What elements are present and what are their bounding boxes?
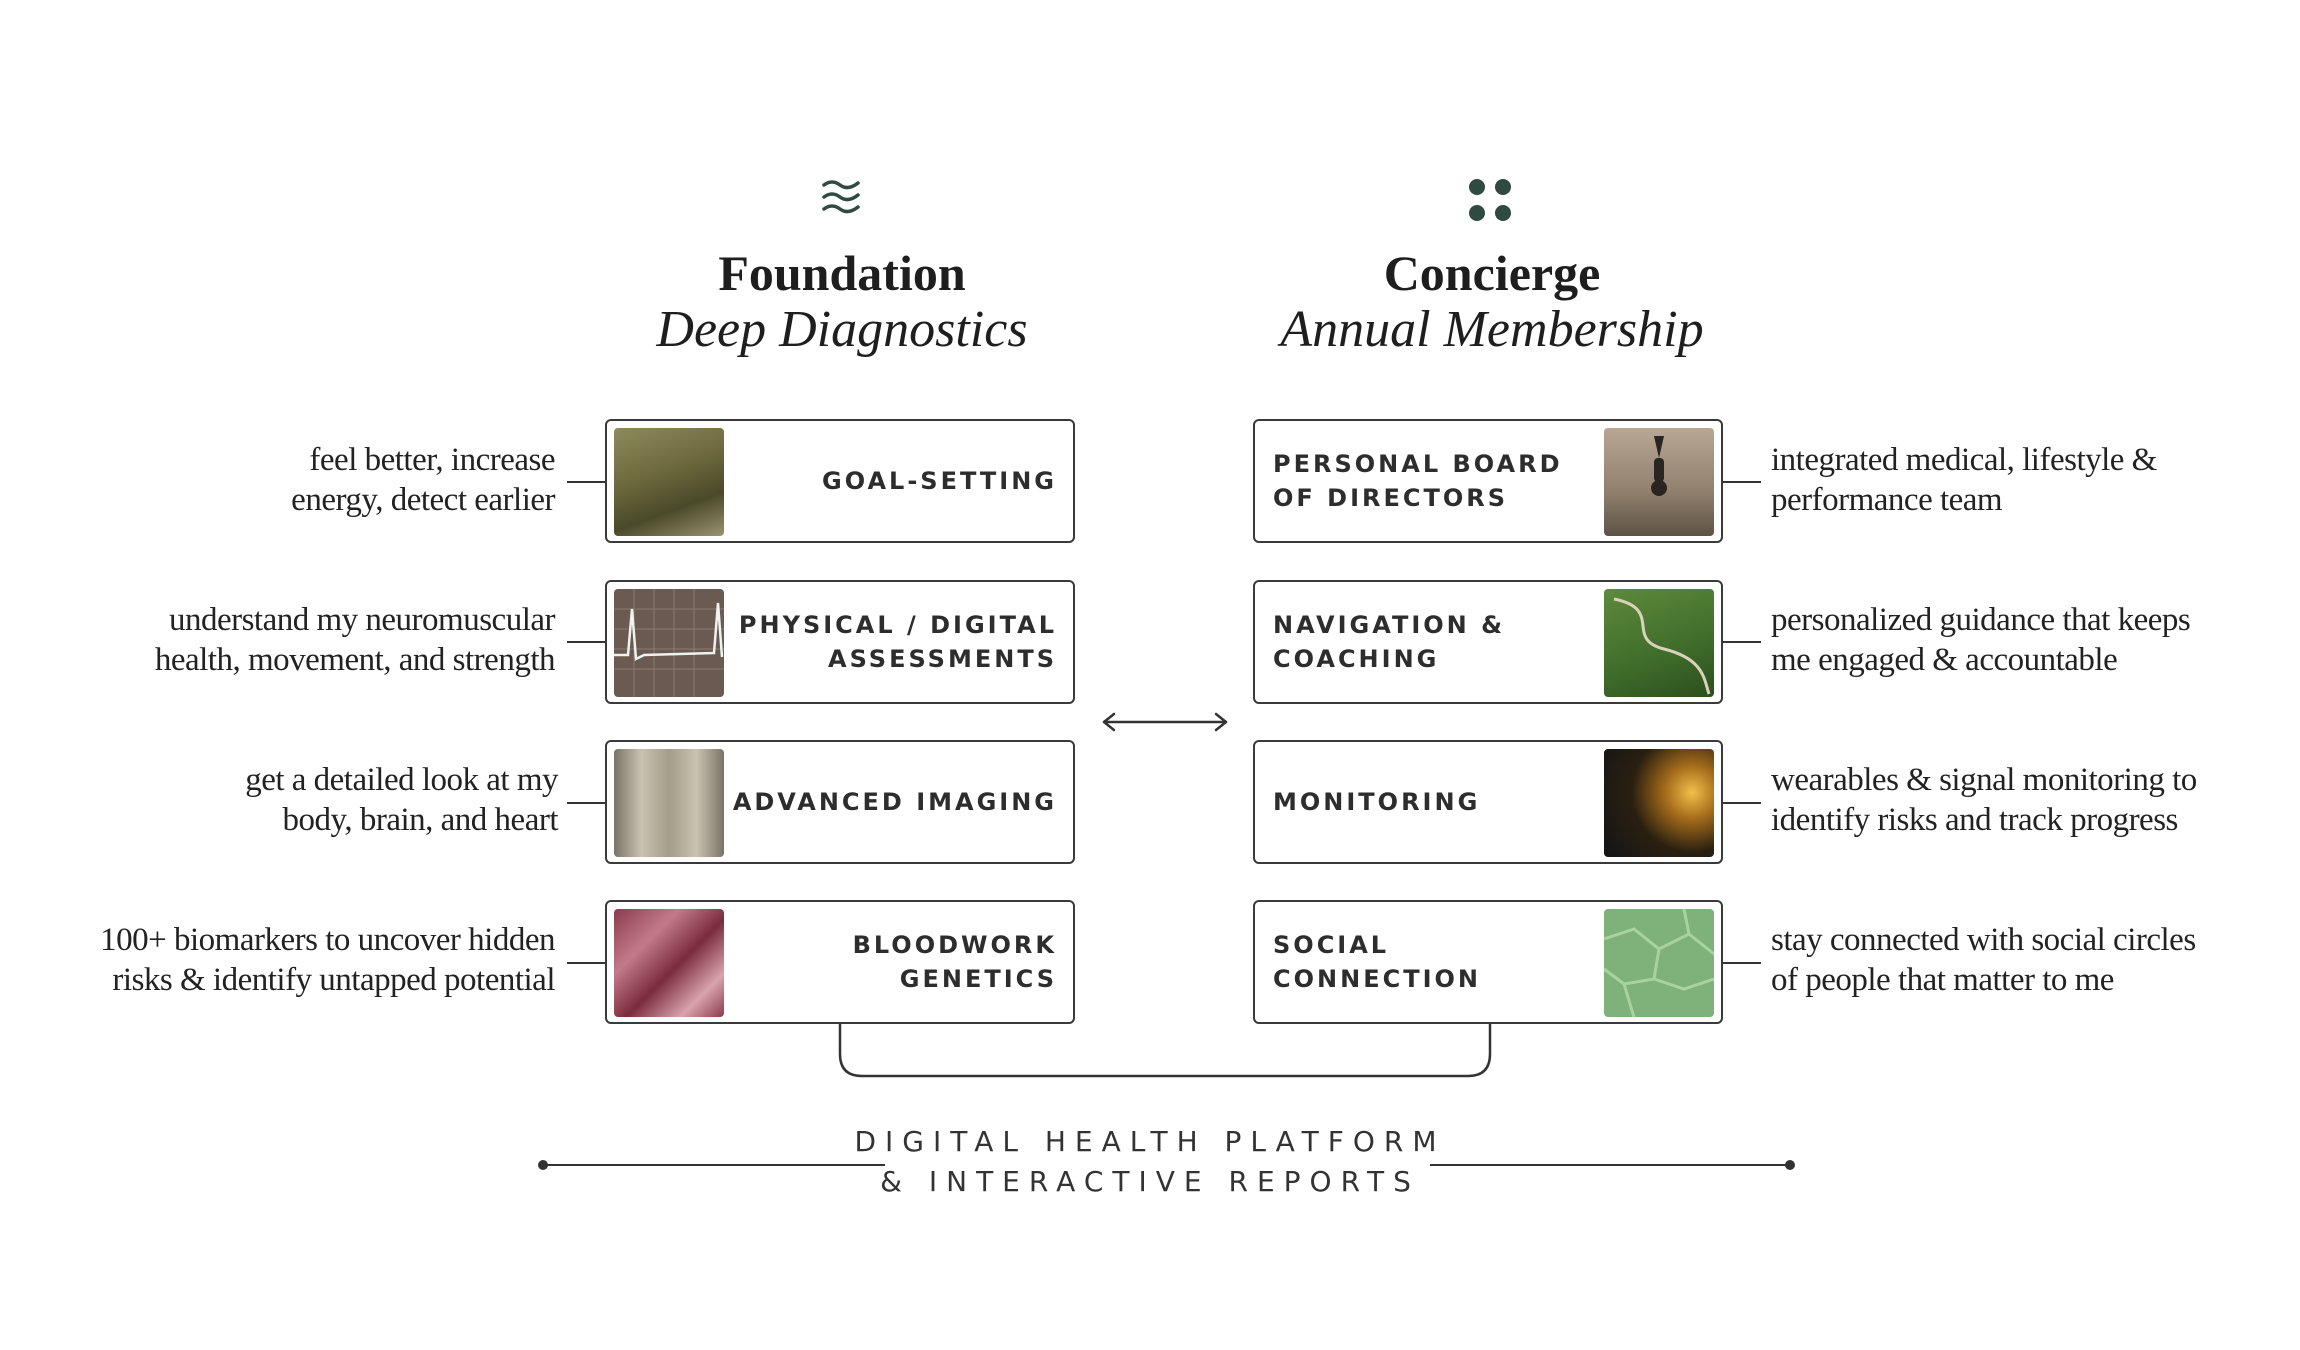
- card-navigation-coaching: NAVIGATION & COACHING: [1253, 580, 1723, 704]
- person-reflection-image: [1604, 428, 1714, 536]
- card-social-connection: SOCIAL CONNECTION: [1253, 900, 1723, 1024]
- four-dots-icon: [1467, 177, 1513, 228]
- connector-tick: [567, 962, 605, 964]
- footer-caption: DIGITAL HEALTH PLATFORM & INTERACTIVE RE…: [800, 1122, 1500, 1202]
- concierge-subtitle: Annual Membership: [1280, 301, 1704, 358]
- left-desc-imaging: get a detailed look at my body, brain, a…: [38, 760, 558, 840]
- foundation-header: Foundation Deep Diagnostics: [562, 245, 1122, 359]
- card-label: ADVANCED IMAGING: [732, 788, 1057, 816]
- tissue-image: [614, 909, 724, 1017]
- footer-line2: & INTERACTIVE REPORTS: [880, 1165, 1420, 1198]
- desc-text: integrated medical, lifestyle & performa…: [1771, 442, 2157, 518]
- concierge-title: Concierge: [1383, 245, 1601, 301]
- concierge-header: Concierge Annual Membership: [1212, 245, 1772, 359]
- connector-tick: [1723, 481, 1761, 483]
- connector-tick: [1723, 802, 1761, 804]
- card-label: MONITORING: [1273, 788, 1481, 816]
- card-monitoring: MONITORING: [1253, 740, 1723, 864]
- double-arrow-icon: [1100, 710, 1230, 739]
- connector-tick: [567, 641, 605, 643]
- card-personal-board: PERSONAL BOARD OF DIRECTORS: [1253, 419, 1723, 543]
- connector-tick: [567, 481, 605, 483]
- card-label: GOAL-SETTING: [822, 467, 1057, 495]
- connector-tick: [567, 802, 605, 804]
- desc-text: feel better, increase energy, detect ear…: [291, 442, 555, 518]
- footer-line-right: [1428, 1158, 1798, 1176]
- left-desc-bloodwork: 100+ biomarkers to uncover hidden risks …: [35, 920, 555, 1000]
- card-physical-digital-assessments: PHYSICAL / DIGITAL ASSESSMENTS: [605, 580, 1075, 704]
- card-label: NAVIGATION & COACHING: [1273, 611, 1506, 673]
- desc-text: get a detailed look at my body, brain, a…: [245, 762, 558, 838]
- right-desc-social: stay connected with social circles of pe…: [1771, 920, 2251, 1000]
- mountain-image: [614, 428, 724, 536]
- card-label: SOCIAL CONNECTION: [1273, 931, 1481, 993]
- card-advanced-imaging: ADVANCED IMAGING: [605, 740, 1075, 864]
- card-bloodwork-genetics: BLOODWORK GENETICS: [605, 900, 1075, 1024]
- desc-text: stay connected with social circles of pe…: [1771, 922, 2196, 998]
- right-desc-monitoring: wearables & signal monitoring to identif…: [1771, 760, 2251, 840]
- card-goal-setting: GOAL-SETTING: [605, 419, 1075, 543]
- desc-text: understand my neuromuscular health, move…: [154, 602, 556, 678]
- right-desc-navigation: personalized guidance that keeps me enga…: [1771, 600, 2251, 680]
- right-desc-board: integrated medical, lifestyle & performa…: [1771, 440, 2251, 520]
- connector-tick: [1723, 641, 1761, 643]
- footer-line-left: [537, 1158, 887, 1176]
- desc-text: wearables & signal monitoring to identif…: [1771, 762, 2197, 838]
- foundation-subtitle: Deep Diagnostics: [656, 301, 1028, 358]
- connector-tick: [1723, 962, 1761, 964]
- left-desc-goal-setting: feel better, increase energy, detect ear…: [35, 440, 555, 520]
- card-label: BLOODWORK GENETICS: [852, 931, 1057, 993]
- bracket-connector: [838, 1024, 1492, 1085]
- left-desc-assessments: understand my neuromuscular health, move…: [35, 600, 556, 680]
- desc-text: 100+ biomarkers to uncover hidden risks …: [100, 922, 555, 998]
- leaf-cells-image: [1603, 908, 1715, 1018]
- torso-scan-image: [614, 749, 724, 857]
- desc-text: personalized guidance that keeps me enga…: [1771, 602, 2191, 678]
- card-label: PERSONAL BOARD OF DIRECTORS: [1273, 450, 1563, 512]
- footer-line1: DIGITAL HEALTH PLATFORM: [854, 1125, 1446, 1158]
- wave-lines-icon: [820, 175, 862, 224]
- city-lights-image: [1604, 749, 1714, 857]
- ecg-monitor-image: [614, 589, 724, 697]
- card-label: PHYSICAL / DIGITAL ASSESSMENTS: [738, 611, 1057, 673]
- foundation-title: Foundation: [718, 245, 966, 301]
- winding-road-image: [1604, 589, 1714, 697]
